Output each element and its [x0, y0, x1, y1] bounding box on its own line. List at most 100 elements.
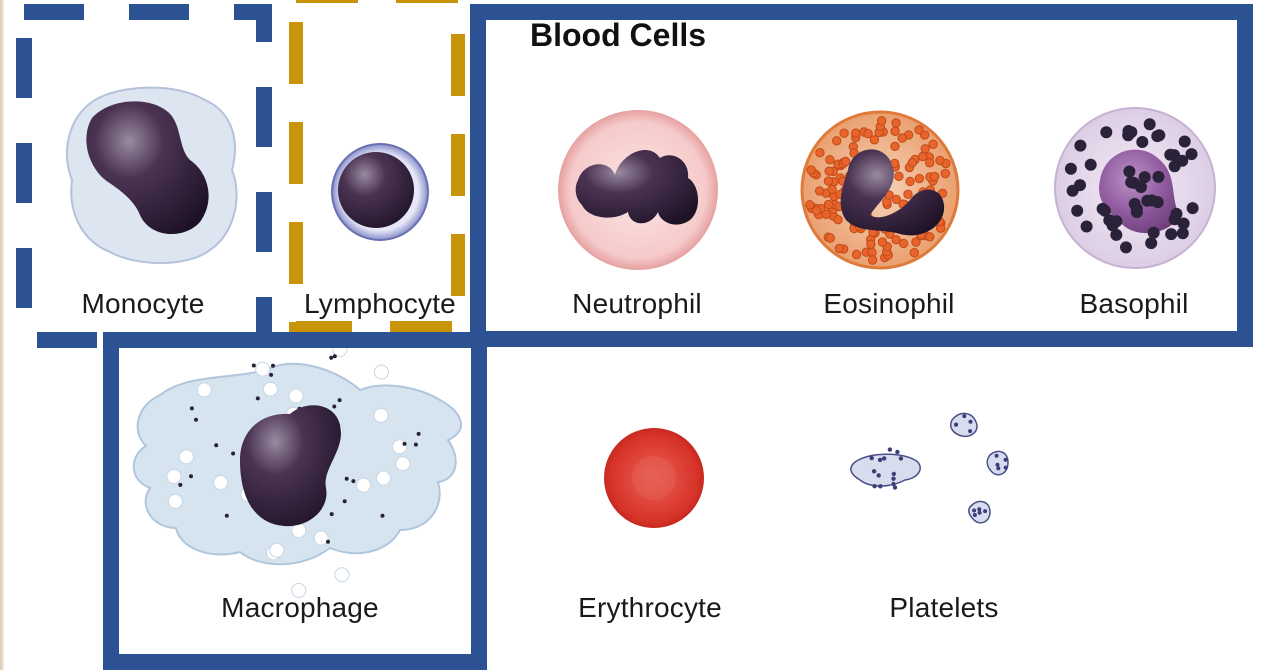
platelets-illustration [851, 413, 1008, 522]
macrophage-vacuole [357, 478, 371, 492]
platelet-granule [878, 484, 882, 488]
eosinophil-granule [910, 249, 918, 257]
platelet-granule [899, 456, 903, 460]
eosinophil-granule [826, 234, 834, 242]
macrophage-particle [403, 442, 407, 446]
basophil-granule [1081, 221, 1093, 233]
macrophage-vacuole [289, 389, 303, 403]
macrophage-particle [351, 479, 355, 483]
eosinophil-granule [936, 156, 944, 164]
macrophage-particle [194, 418, 198, 422]
eosinophil-granule [878, 117, 886, 125]
eosinophil-granule [833, 137, 841, 145]
eosinophil-granule [908, 159, 916, 167]
macrophage-particle [417, 432, 421, 436]
basophil-granule [1164, 149, 1176, 161]
platelet-granule [892, 472, 896, 476]
macrophage-illustration [134, 343, 461, 598]
eosinophil-granule [834, 216, 842, 224]
platelet-granule [977, 507, 981, 511]
basophil-granule [1169, 213, 1181, 225]
basophil-granule [1074, 140, 1086, 152]
eosinophil-granule [835, 244, 843, 252]
basophil-granule [1148, 227, 1160, 239]
platelet-granule [872, 469, 876, 473]
basophil-granule [1103, 214, 1115, 226]
macrophage-particle [178, 483, 182, 487]
label-lymphocyte: Lymphocyte [304, 288, 456, 320]
basophil-granule [1100, 126, 1112, 138]
label-basophil: Basophil [1079, 288, 1188, 320]
platelet-granule [978, 511, 982, 515]
eosinophil-granule [898, 134, 906, 142]
basophil-granule [1151, 130, 1163, 142]
eosinophil-granule [899, 239, 907, 247]
eosinophil-granule [891, 142, 899, 150]
eosinophil-granule [824, 177, 832, 185]
basophil-granule [1139, 171, 1151, 183]
basophil-granule [1110, 229, 1122, 241]
label-neutrophil: Neutrophil [572, 288, 702, 320]
platelet-granule [882, 456, 886, 460]
platelet-granule [995, 454, 999, 458]
platelet-granule [888, 447, 892, 451]
label-monocyte: Monocyte [82, 288, 205, 320]
macrophage-vacuole [393, 440, 407, 454]
macrophage-particle [414, 443, 418, 447]
platelet-granule [972, 509, 976, 513]
macrophage-particle [329, 356, 333, 360]
macrophage-particle [345, 477, 349, 481]
basophil-granule [1187, 202, 1199, 214]
macrophage-particle [381, 514, 385, 518]
platelet-granule [895, 450, 899, 454]
platelet-granule [954, 423, 958, 427]
basophil-granule [1131, 206, 1143, 218]
macrophage-particle [333, 354, 337, 358]
platelet-granule [996, 463, 1000, 467]
basophil-granule [1085, 159, 1097, 171]
erythrocyte-illustration [604, 428, 704, 528]
basophil-granule [1176, 155, 1188, 167]
basophil-granule [1123, 166, 1135, 178]
macrophage-vacuole [179, 450, 193, 464]
macrophage-vacuole [314, 531, 328, 545]
eosinophil-granule [921, 145, 929, 153]
eosinophil-granule [822, 210, 830, 218]
macrophage-particle [271, 364, 275, 368]
basophil-granule [1067, 185, 1079, 197]
macrophage-vacuole [396, 457, 410, 471]
lymphocyte-illustration [332, 144, 428, 240]
eosinophil-granule [895, 172, 903, 180]
platelet-granule [968, 429, 972, 433]
eosinophil-granule [926, 159, 934, 167]
eosinophil-granule [891, 127, 899, 135]
basophil-granule [1141, 195, 1153, 207]
platelet-granule [878, 458, 882, 462]
basophil-granule [1136, 136, 1148, 148]
eosinophil-granule [919, 152, 927, 160]
label-erythrocyte: Erythrocyte [578, 592, 722, 624]
macrophage-vacuole [263, 382, 277, 396]
macrophage-particle [338, 398, 342, 402]
basophil-granule [1144, 118, 1156, 130]
basophil-granule [1128, 177, 1140, 189]
eosinophil-granule [904, 190, 912, 198]
basophil-granule [1165, 228, 1177, 240]
eosinophil-granule [825, 167, 833, 175]
neutrophil-illustration [558, 110, 718, 270]
macrophage-particle [256, 396, 260, 400]
eosinophil-illustration [802, 112, 958, 268]
macrophage-vacuole [270, 543, 284, 557]
label-platelets: Platelets [889, 592, 998, 624]
macrophage-particle [326, 540, 330, 544]
eosinophil-granule [870, 136, 878, 144]
eosinophil-granule [826, 156, 834, 164]
eosinophil-granule [868, 256, 876, 264]
macrophage-vacuole [374, 365, 388, 379]
macrophage-vacuole [167, 470, 181, 484]
basophil-granule [1153, 171, 1165, 183]
eosinophil-granule [906, 177, 914, 185]
basophil-illustration [1055, 108, 1215, 268]
eosinophil-granule [915, 126, 923, 134]
eosinophil-granule [852, 129, 860, 137]
